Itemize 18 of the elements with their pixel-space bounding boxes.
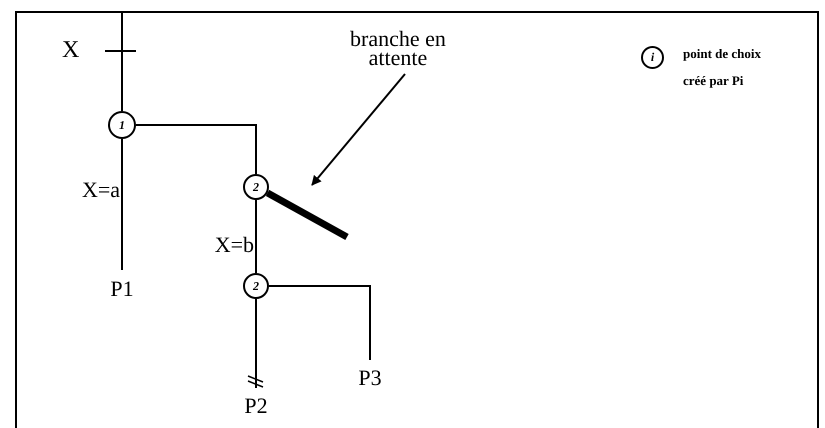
legend-circle: i bbox=[641, 46, 664, 69]
process-label: P3 bbox=[358, 367, 382, 389]
arrow bbox=[311, 73, 406, 186]
branch-line bbox=[255, 200, 257, 273]
process-label: P1 bbox=[110, 278, 134, 300]
branch-line bbox=[121, 12, 123, 111]
choice-point-circle: 2 bbox=[243, 174, 269, 200]
branch-line bbox=[136, 124, 257, 174]
process-label: P2 bbox=[244, 395, 268, 417]
choice-point-circle: 2 bbox=[243, 273, 269, 299]
pending-branch-line bbox=[266, 190, 349, 240]
legend-text: point de choix créé par Pi bbox=[683, 45, 762, 90]
choice-point-circle: 1 bbox=[108, 111, 136, 139]
branch-line bbox=[121, 139, 123, 270]
variable-label: X bbox=[62, 38, 80, 62]
branch-line bbox=[255, 299, 257, 388]
branch-line bbox=[269, 285, 371, 360]
callout-text: branche en attente bbox=[349, 30, 447, 72]
